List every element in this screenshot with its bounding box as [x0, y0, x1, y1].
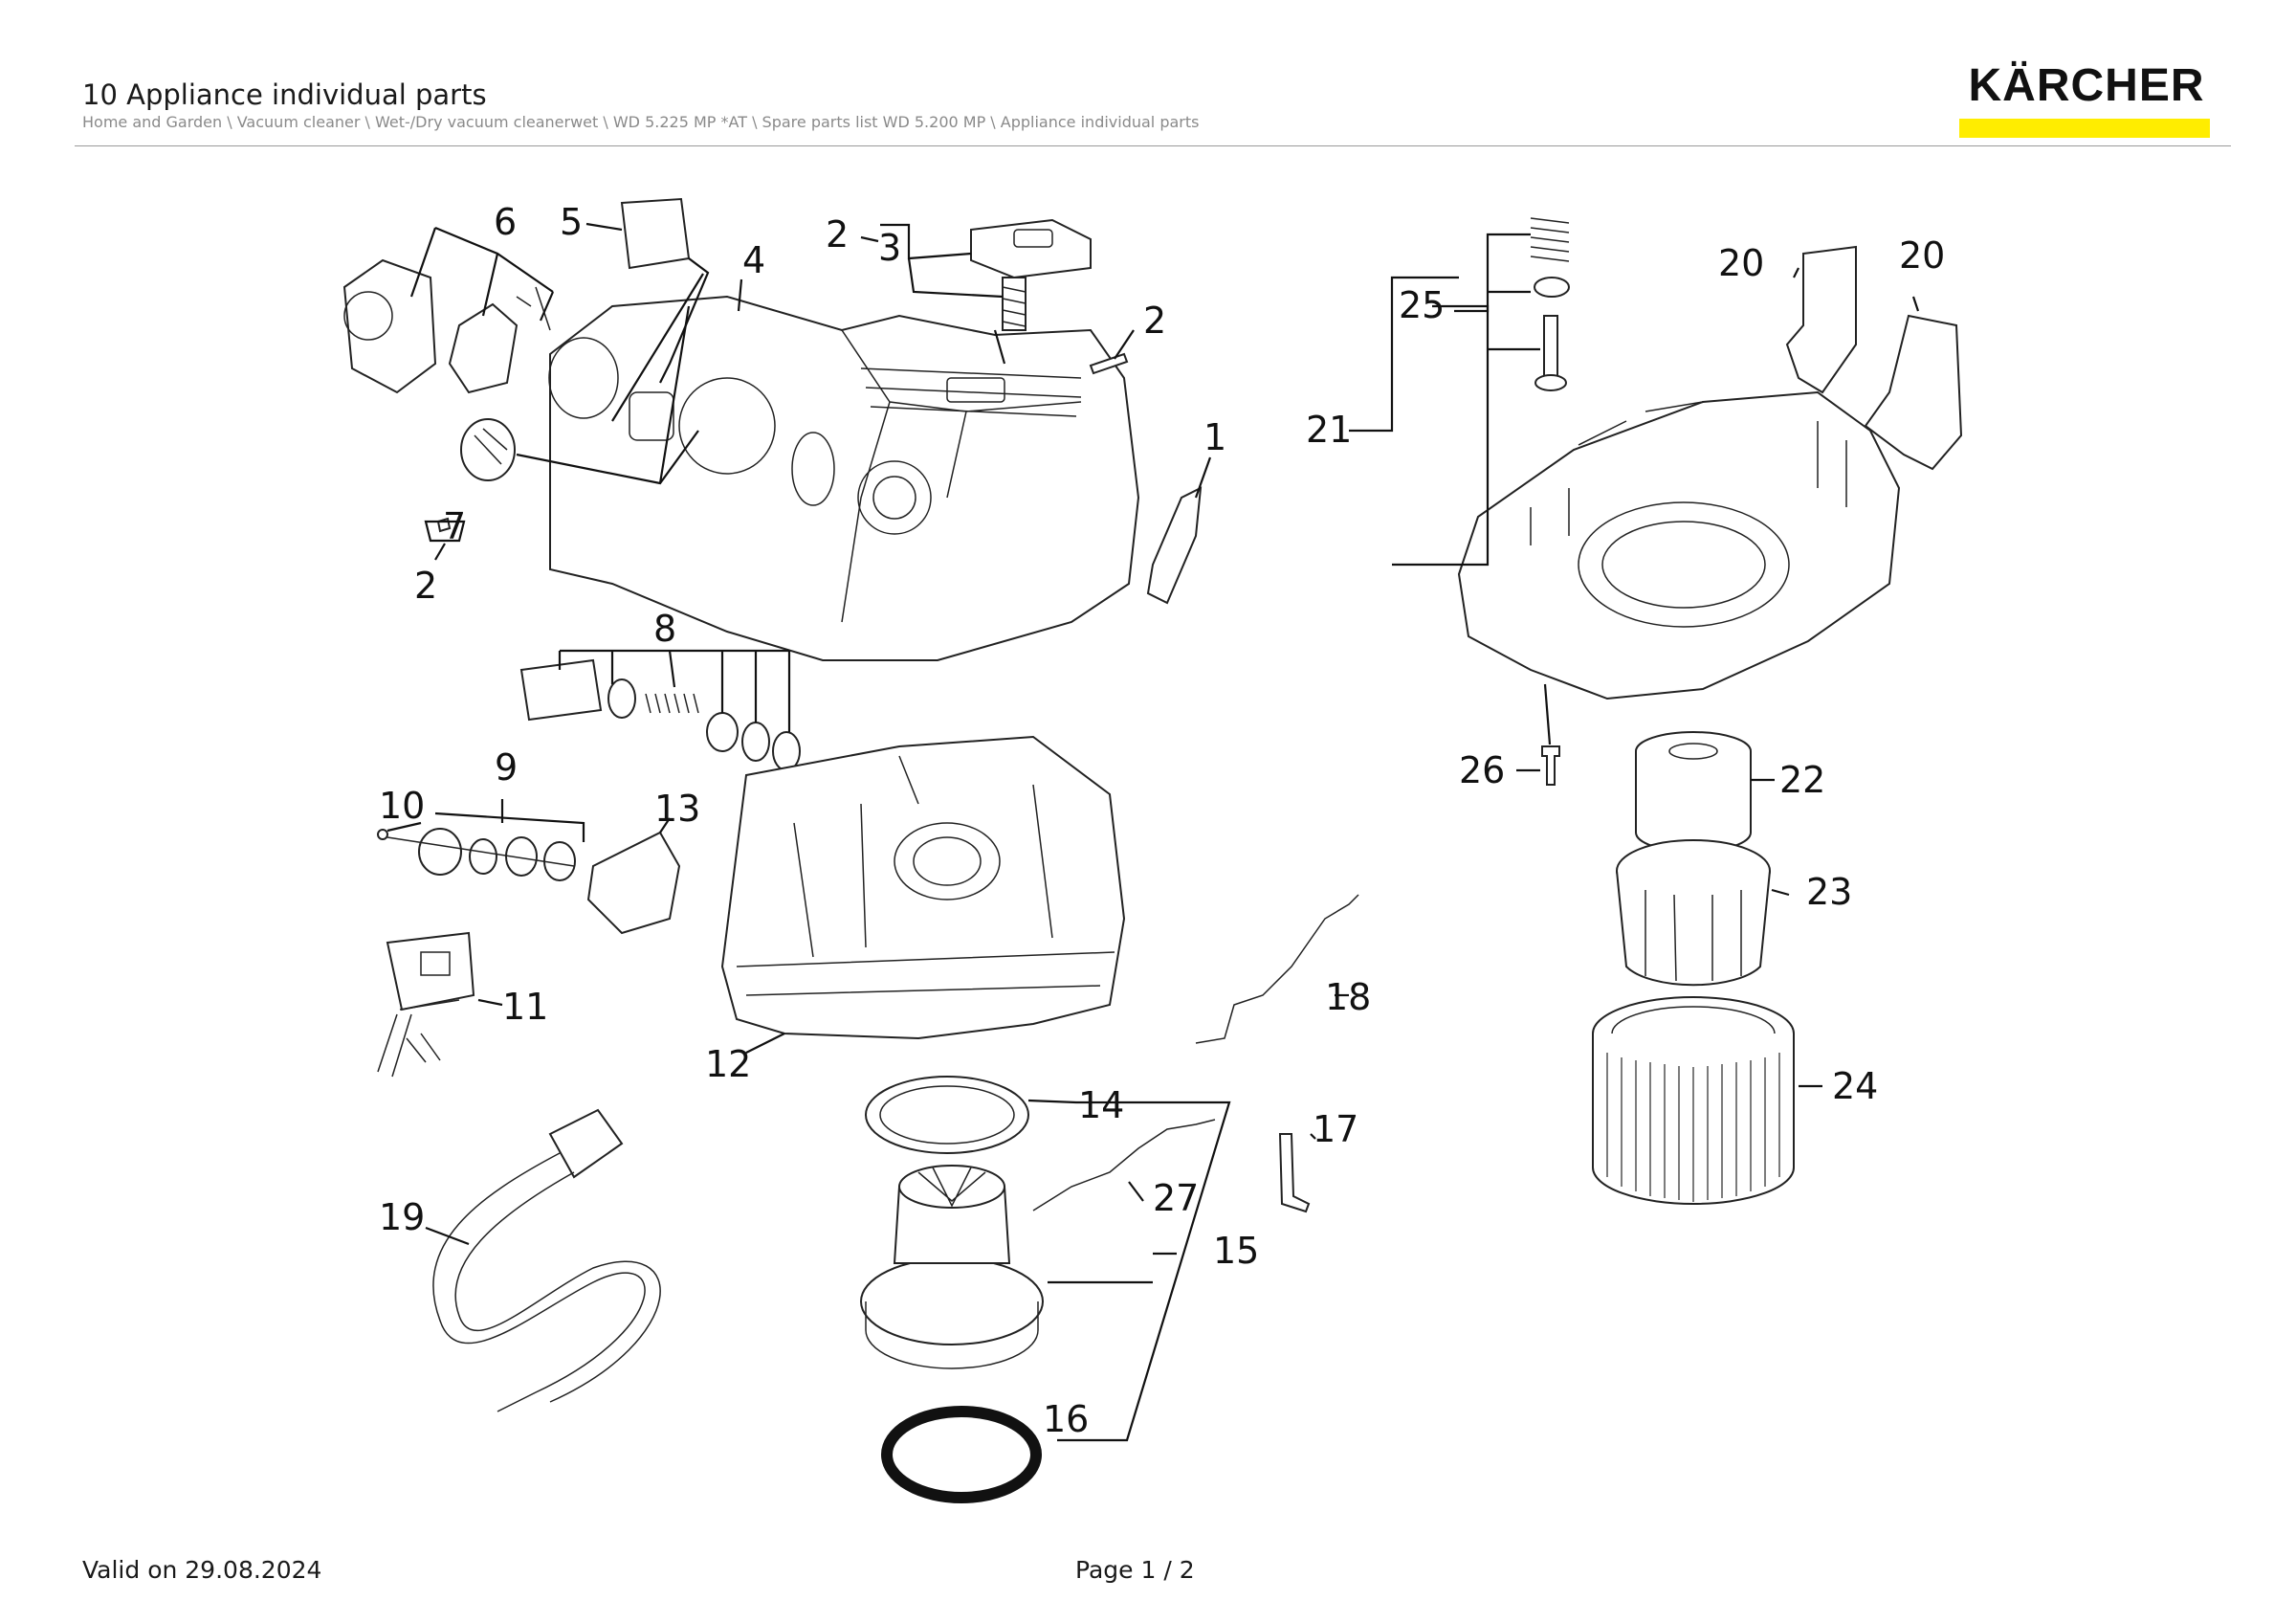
screw-illustration — [1541, 745, 1560, 786]
callout-6: 6 — [494, 201, 517, 243]
callout-22: 22 — [1779, 759, 1825, 801]
button-assembly-illustration — [970, 218, 1092, 331]
power-cord-illustration — [432, 1108, 661, 1412]
seal-ring-illustration — [881, 1406, 1042, 1503]
callout-13: 13 — [654, 788, 700, 830]
hook-illustration — [1278, 1133, 1311, 1213]
page-number: Page 1 / 2 — [1075, 1556, 1195, 1584]
callout-20: 20 — [1899, 234, 1945, 277]
header-rule — [75, 145, 2231, 146]
cable-illustration — [1195, 894, 1359, 1044]
callout-10: 10 — [379, 785, 425, 827]
filter-cage-illustration — [1616, 839, 1771, 987]
callout-8: 8 — [653, 608, 676, 650]
callout-15: 15 — [1213, 1230, 1259, 1272]
callout-3: 3 — [878, 227, 901, 269]
callout-1: 1 — [1203, 416, 1226, 458]
valid-date: Valid on 29.08.2024 — [82, 1556, 322, 1584]
page-title: 10 Appliance individual parts — [82, 78, 487, 111]
callout-11: 11 — [502, 986, 548, 1028]
part-illustrations — [342, 197, 1963, 1503]
brand-name: KÄRCHER — [1968, 60, 2205, 111]
brand-yellow-bar — [1959, 119, 2210, 138]
callout-14: 14 — [1078, 1084, 1124, 1126]
leader-lines — [386, 222, 1920, 1442]
shaft-assembly-illustration — [377, 828, 576, 881]
callout-16: 16 — [1043, 1398, 1089, 1440]
callout-24: 24 — [1832, 1065, 1878, 1107]
brand-bar — [1959, 119, 2210, 138]
callout-7: 7 — [443, 505, 466, 547]
pin-illustration — [1089, 352, 1129, 375]
callout-23: 23 — [1806, 871, 1852, 913]
callout-labels: 1 2 2 2 3 4 5 6 7 8 9 10 11 12 13 14 15 … — [379, 201, 1945, 1440]
callout-18: 18 — [1325, 976, 1371, 1018]
callout-26: 26 — [1459, 749, 1505, 791]
callout-20: 20 — [1718, 242, 1764, 284]
switch-assembly-illustration — [342, 258, 551, 394]
callout-2: 2 — [826, 213, 849, 256]
base-plate-illustration — [1457, 390, 1901, 700]
foam-filter-illustration — [1635, 731, 1752, 853]
side-pad-illustration-right — [1864, 314, 1963, 471]
cartridge-filter-illustration — [1592, 996, 1795, 1205]
motor-wire-illustration — [1032, 1119, 1216, 1212]
callout-4: 4 — [742, 239, 765, 281]
callout-12: 12 — [705, 1043, 751, 1085]
upper-housing-illustration — [548, 295, 1140, 661]
clip-illustration — [1146, 486, 1203, 605]
bracket-illustration — [586, 831, 681, 935]
brand-logo: KÄRCHER — [1959, 63, 2214, 138]
pcb-illustration — [377, 931, 475, 1078]
side-pad-illustration-left — [1785, 245, 1857, 394]
gasket-ring-illustration — [865, 1076, 1029, 1154]
cover-cap-illustration — [620, 197, 691, 270]
callout-9: 9 — [495, 746, 518, 789]
callout-21: 21 — [1306, 409, 1352, 451]
motor-illustration — [860, 1165, 1044, 1369]
breadcrumb: Home and Garden \ Vacuum cleaner \ Wet-/… — [82, 113, 1200, 131]
callout-27: 27 — [1153, 1177, 1199, 1219]
spring-screw-illustration — [1530, 217, 1570, 391]
callout-5: 5 — [560, 201, 583, 243]
lower-housing-illustration — [720, 735, 1126, 1040]
callout-2: 2 — [1143, 300, 1166, 342]
knob-illustration — [460, 418, 516, 481]
callout-25: 25 — [1399, 284, 1445, 326]
callout-2: 2 — [414, 565, 437, 607]
valve-assembly-illustration — [519, 658, 801, 771]
callout-17: 17 — [1313, 1108, 1358, 1150]
callout-19: 19 — [379, 1196, 425, 1238]
